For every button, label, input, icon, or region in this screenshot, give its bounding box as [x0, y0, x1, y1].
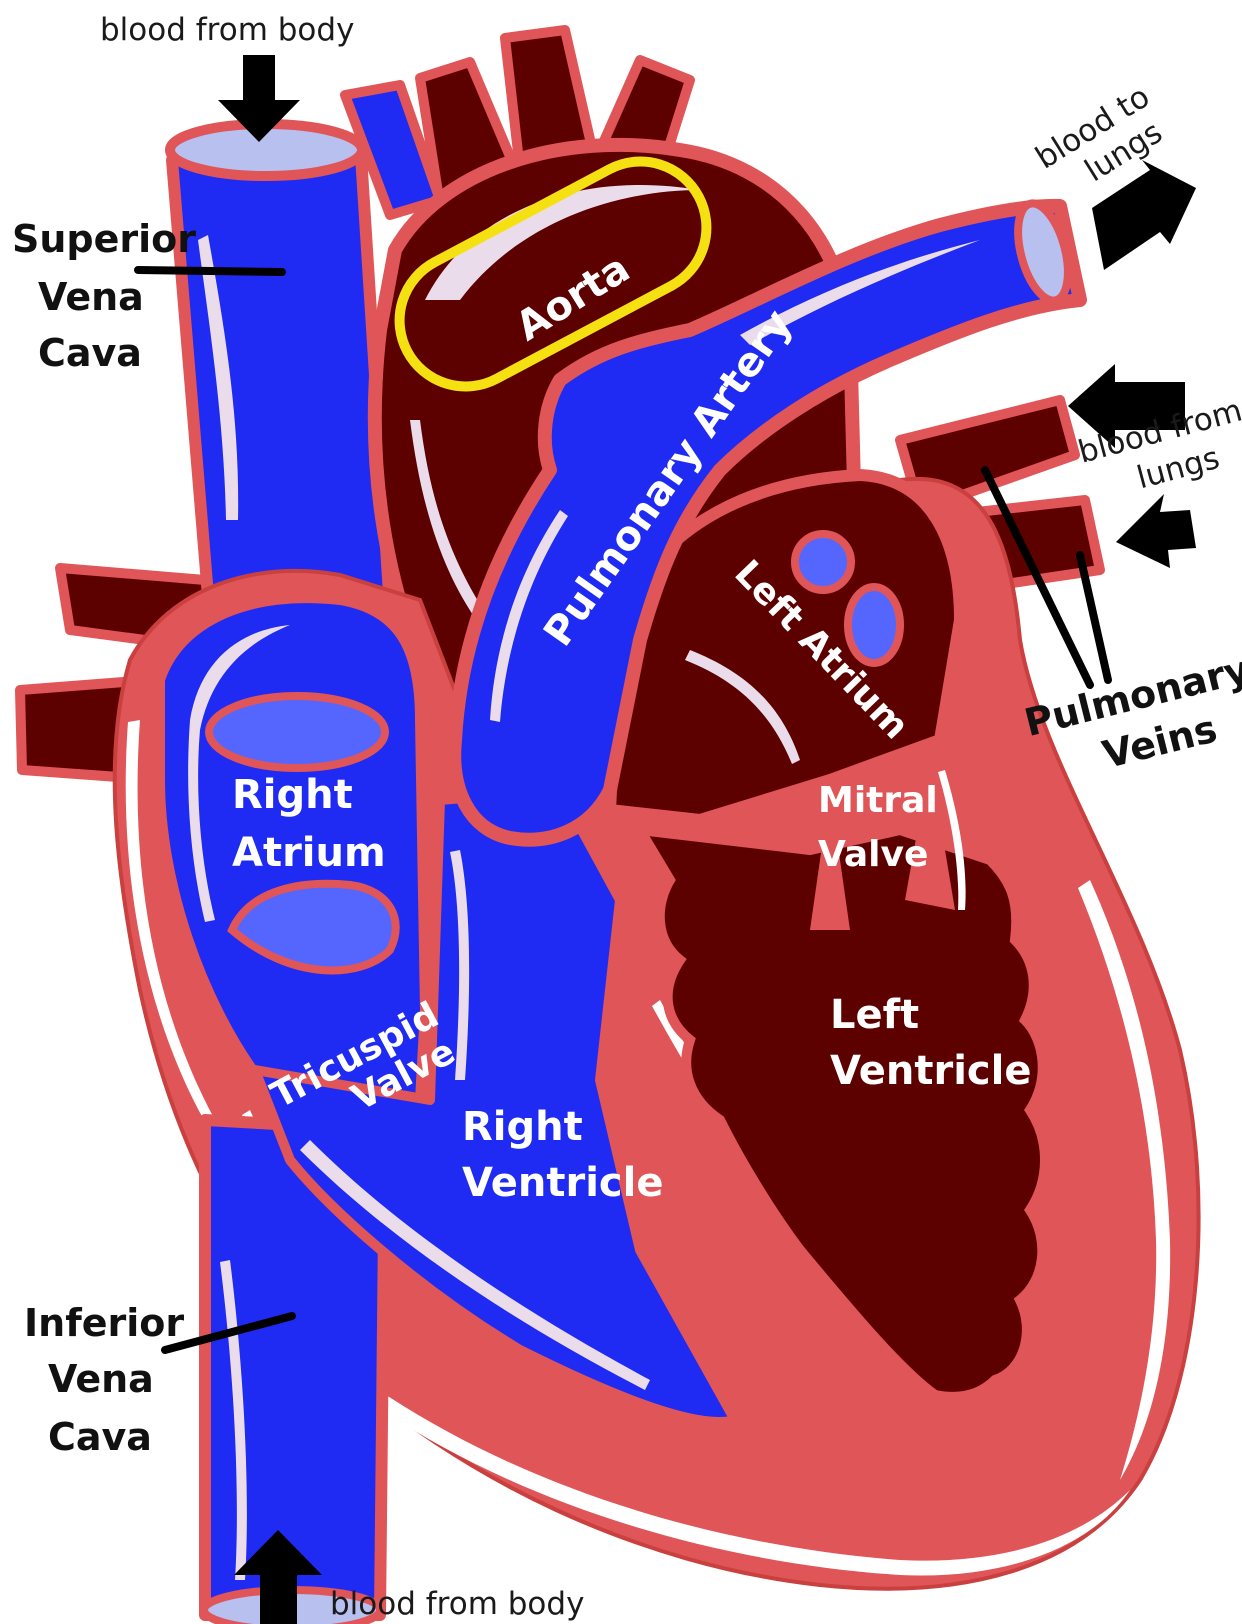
label-right-atrium-1: Right [232, 772, 353, 818]
arrow-from-lungs-lower [1116, 494, 1196, 568]
label-right-ventricle-1: Right [462, 1104, 583, 1150]
right-atrium-valve-upper [209, 696, 385, 768]
pulmonary-vein-opening-2 [848, 587, 900, 663]
label-left-ventricle-2: Ventricle [830, 1048, 1031, 1094]
label-mitral-valve-2: Valve [818, 834, 928, 875]
label-superior: Superior [12, 217, 196, 261]
flow-label-bottom: blood from body [330, 1586, 584, 1622]
label-superior-cava: Cava [38, 331, 142, 375]
label-superior-vena: Vena [38, 275, 144, 319]
label-right-ventricle-2: Ventricle [462, 1160, 663, 1206]
label-right-atrium-2: Atrium [232, 830, 386, 876]
pulmonary-vein-opening-1 [795, 534, 851, 590]
flow-label-top: blood from body [100, 12, 354, 48]
label-left-ventricle-1: Left [830, 992, 919, 1038]
label-mitral-valve-1: Mitral [818, 780, 938, 821]
label-inferior-vena: Vena [48, 1357, 154, 1401]
leader-superior-vena-cava [138, 270, 282, 272]
label-inferior: Inferior [24, 1301, 184, 1345]
label-inferior-cava: Cava [48, 1415, 152, 1459]
